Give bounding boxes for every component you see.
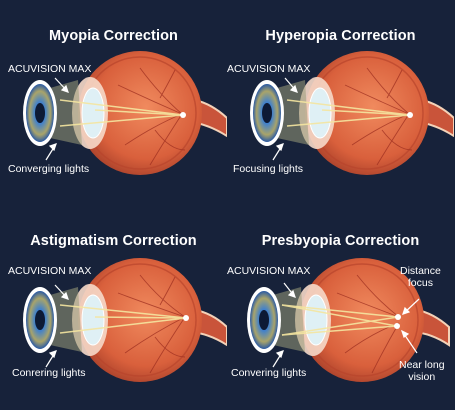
light-rays	[59, 99, 184, 127]
panel-astigmatism: Astigmatism Correction ACUVISION MAX Con…	[0, 205, 227, 410]
panel-title: Astigmatism Correction	[30, 233, 197, 249]
bottom-label: Focusing lights	[233, 163, 304, 175]
panel-hyperopia: Hyperopia Correction ACUVISION MAX Focus…	[227, 0, 454, 205]
panel-title: Presbyopia Correction	[261, 233, 420, 249]
distance-focal-point	[395, 314, 401, 320]
crystalline-lens	[304, 294, 328, 346]
lens-label: ACUVISION MAX	[8, 265, 92, 277]
focal-point	[183, 315, 189, 321]
crystalline-lens	[81, 87, 105, 139]
eye-diagram	[23, 51, 227, 175]
eye-diagram	[250, 51, 454, 175]
lens-label: ACUVISION MAX	[8, 63, 92, 75]
eye-diagram	[23, 258, 227, 382]
crystalline-lens	[308, 87, 332, 139]
panel-title: Hyperopia Correction	[265, 28, 416, 44]
eye-diagram	[247, 258, 450, 382]
near-vision-label: Near long vision	[399, 359, 445, 383]
light-rays	[59, 304, 187, 334]
panel-title: Myopia Correction	[49, 28, 178, 44]
bottom-label: Converging lights	[8, 163, 90, 175]
lens-label: ACUVISION MAX	[227, 63, 311, 75]
bottom-label: Convering lights	[231, 367, 307, 379]
panel-presbyopia: Presbyopia Correction ACUVISION MAX Conv…	[227, 205, 454, 410]
focal-point	[407, 112, 413, 118]
eyeball	[78, 258, 202, 382]
crystalline-lens	[81, 294, 105, 346]
near-focal-point	[394, 323, 400, 329]
panel-myopia: Myopia Correction ACUVISION MAX Convergi…	[0, 0, 227, 205]
lens-label: ACUVISION MAX	[227, 265, 311, 277]
light-rays	[281, 304, 399, 336]
distance-focus-label: Distance focus	[400, 265, 441, 289]
bottom-label: Conrering lights	[12, 367, 86, 379]
focal-point	[180, 112, 186, 118]
light-rays	[286, 99, 411, 127]
